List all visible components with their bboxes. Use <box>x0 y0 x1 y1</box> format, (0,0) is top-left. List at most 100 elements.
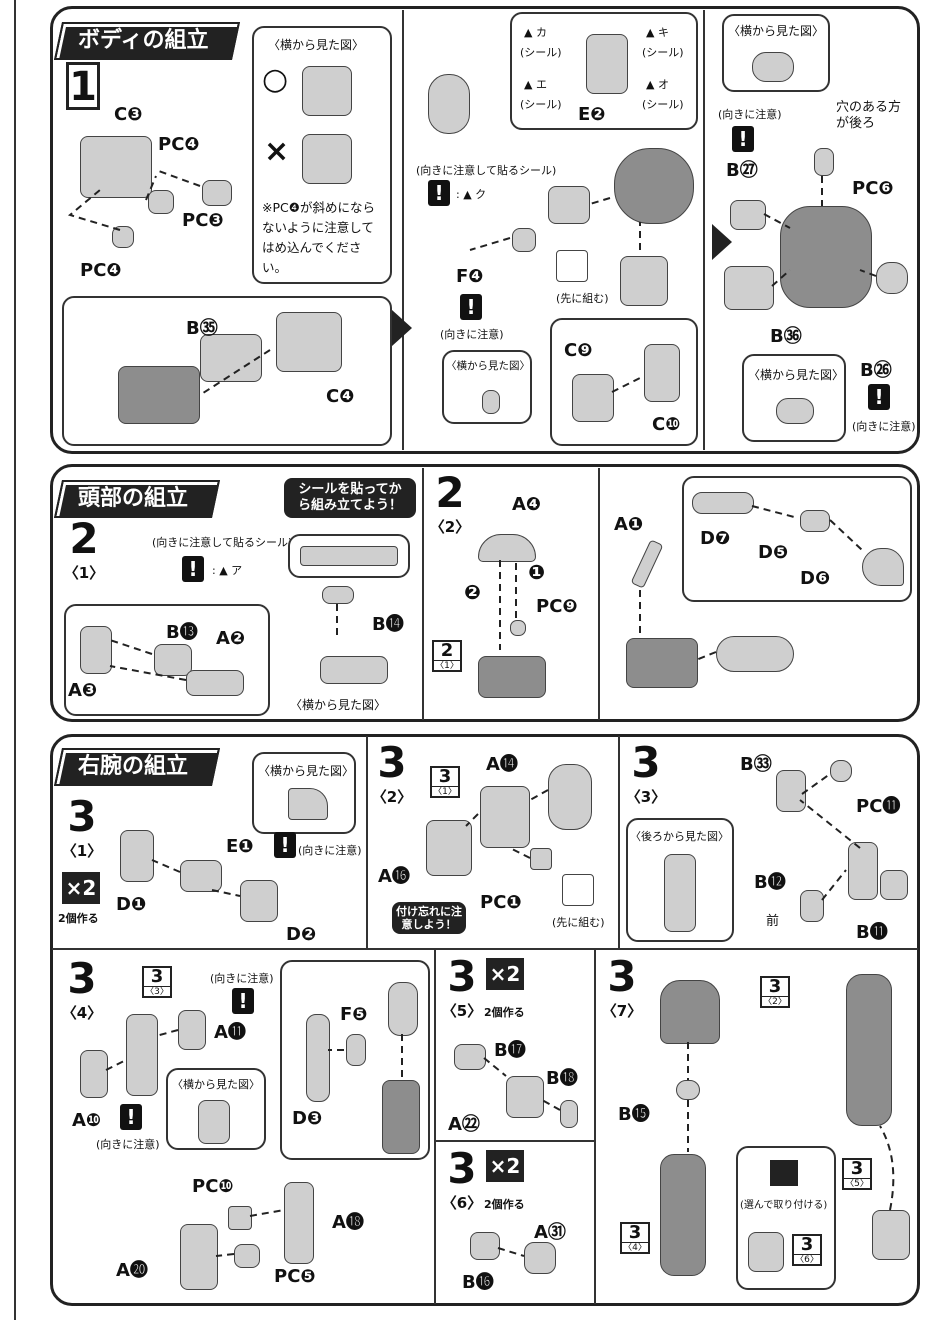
forget-warning-banner: 付け忘れに注意しよう！ <box>392 902 466 934</box>
part-illustration <box>198 1100 230 1144</box>
part-label-b17: B⓱ <box>494 1040 526 1061</box>
part-illustration <box>780 206 872 308</box>
part-illustration <box>180 1224 218 1290</box>
part-illustration <box>178 1010 206 1050</box>
divider <box>366 736 368 948</box>
part-label-b15: B⓯ <box>618 1104 650 1125</box>
part-illustration <box>664 854 696 932</box>
part-illustration <box>200 334 262 382</box>
divider <box>436 1140 594 1142</box>
part-illustration <box>80 1050 108 1098</box>
ng-note: ※PC❹が斜めにならないように注意してはめ込んでください。 <box>262 200 375 275</box>
part-illustration <box>560 1100 578 1128</box>
part-label-b16: B⓰ <box>462 1272 494 1293</box>
divider <box>618 736 620 948</box>
part-illustration <box>80 136 152 198</box>
part-illustration <box>126 1014 158 1096</box>
orientation-note: (向きに注意) <box>298 844 362 857</box>
assemble-first-note: (先に組む) <box>552 916 605 929</box>
part-illustration <box>524 1242 556 1274</box>
ref-step-3-4: 3〈4〉 <box>620 1222 650 1254</box>
next-step-arrow <box>712 224 732 260</box>
part-label-a20: A⓴ <box>116 1260 148 1281</box>
part-illustration <box>428 74 470 134</box>
sticker-seal-note: (シール) <box>642 98 684 111</box>
part-label-a11: A⓫ <box>214 1022 246 1043</box>
divider <box>598 468 600 720</box>
part-illustration <box>480 786 530 848</box>
part-illustration <box>426 820 472 876</box>
part-illustration <box>482 390 500 414</box>
part-illustration <box>320 656 388 684</box>
step-3-2-number: 3 <box>377 738 407 787</box>
part-label-d1: D❶ <box>116 894 147 915</box>
part-label-d2: D❷ <box>286 924 317 945</box>
next-step-arrow <box>392 310 412 346</box>
part-illustration <box>112 226 134 248</box>
part-illustration <box>288 788 328 820</box>
side-view-label: 〈横から見た図〉 <box>258 764 355 778</box>
part-illustration <box>692 492 754 514</box>
part-illustration <box>284 1182 314 1264</box>
part-label-a1: A❶ <box>614 514 644 535</box>
step-1-number: 1 <box>66 62 100 110</box>
part-illustration <box>876 262 908 294</box>
divider <box>422 468 424 720</box>
hole-note: 穴のある方が後ろ <box>836 100 902 131</box>
choose-icon <box>770 1160 798 1186</box>
orientation-seal-note: (向きに注意して貼るシール) <box>416 164 557 177</box>
part-label-e1: E❶ <box>226 836 254 857</box>
part-illustration <box>276 312 342 372</box>
choose-note: (選んで取り付ける) <box>740 1200 828 1211</box>
part-illustration <box>830 760 852 782</box>
part-label-a31: A㉛ <box>534 1222 566 1243</box>
part-illustration <box>586 34 628 94</box>
divider <box>52 948 918 950</box>
part-label-b13: B⓭ <box>166 622 198 643</box>
step-3-6-sub: 〈6〉 <box>441 1194 483 1212</box>
step-3-2-sub: 〈2〉 <box>371 788 413 806</box>
part-illustration <box>752 52 794 82</box>
side-view-label: 〈横から見た図〉 <box>290 698 387 712</box>
times-two-badge: ×2 <box>486 1150 524 1182</box>
step-3-7-number: 3 <box>607 952 637 1001</box>
part-illustration <box>620 256 668 306</box>
part-illustration <box>556 250 588 282</box>
part-illustration <box>388 982 418 1036</box>
part-illustration <box>512 228 536 252</box>
part-label-pc3: PC❸ <box>182 210 224 231</box>
divider <box>594 948 596 1304</box>
part-illustration <box>302 134 352 184</box>
step-3-5-sub: 〈5〉 <box>441 1002 483 1020</box>
part-illustration <box>724 266 774 310</box>
sticker-ki: ▲ キ <box>646 26 669 39</box>
sticker-a: : ▲ ア <box>212 564 243 577</box>
part-label-c9: C❾ <box>564 340 593 361</box>
part-illustration <box>322 586 354 604</box>
part-illustration <box>626 638 698 688</box>
caution-icon: ! <box>232 988 254 1014</box>
part-illustration <box>614 148 694 224</box>
part-illustration <box>676 1080 700 1100</box>
ref-step-3-2: 3〈2〉 <box>760 976 790 1008</box>
part-label-b35: B㉟ <box>186 318 218 339</box>
ref-step-3-5: 3〈5〉 <box>842 1158 872 1190</box>
part-label-b27: B㉗ <box>726 160 758 181</box>
part-label-b18: B⓲ <box>546 1068 578 1089</box>
ref-step-3-1: 3〈1〉 <box>430 766 460 798</box>
part-label-a3: A❸ <box>68 680 98 701</box>
part-label-b33: B㉝ <box>740 754 772 775</box>
ref-step-2-1: 2〈1〉 <box>432 640 462 672</box>
caution-icon: ! <box>182 556 204 582</box>
times-two-badge: ×2 <box>62 872 100 904</box>
step-3-3-number: 3 <box>631 738 661 787</box>
part-label-a18: A⓲ <box>332 1212 364 1233</box>
part-label-d5: D❺ <box>758 542 789 563</box>
make-two-label: 2個作る <box>58 912 99 925</box>
divider <box>434 948 436 1304</box>
part-illustration <box>154 644 192 676</box>
caution-icon: ! <box>868 384 890 410</box>
part-illustration <box>530 848 552 870</box>
orientation-note: (向きに注意) <box>96 1138 160 1151</box>
